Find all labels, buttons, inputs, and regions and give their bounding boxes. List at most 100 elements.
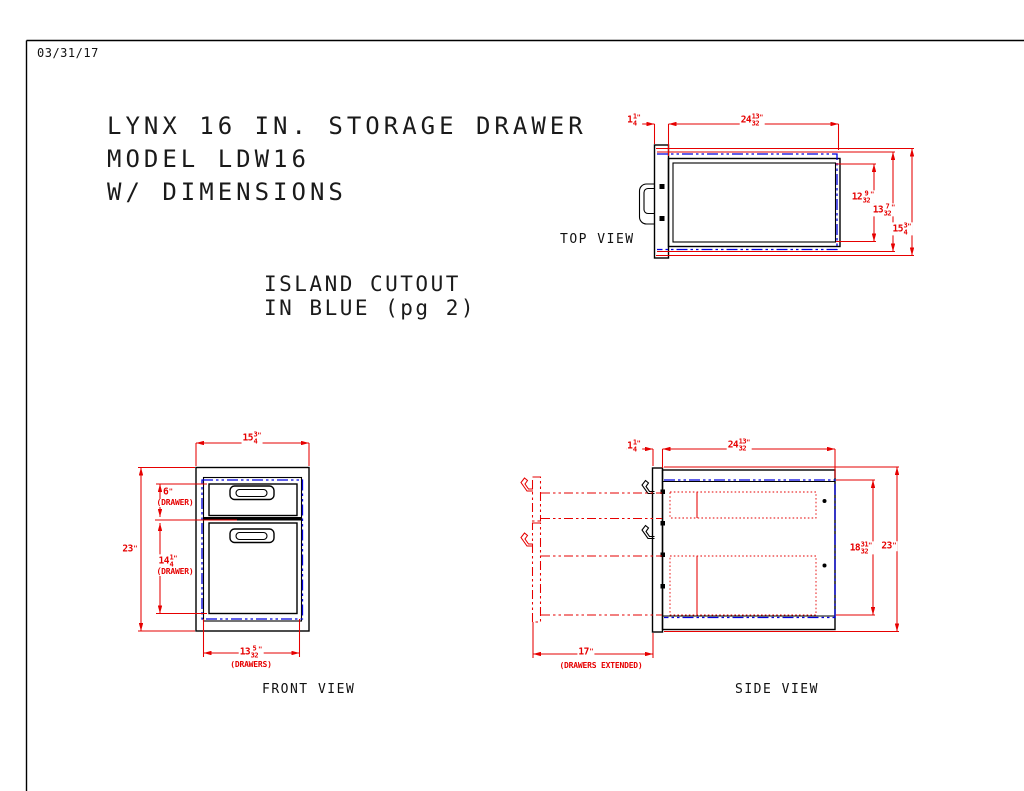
front-view-dimension-lines bbox=[138, 440, 310, 657]
fraction-denominator: 4 bbox=[903, 228, 908, 236]
dim-whole-number: 15 bbox=[242, 432, 254, 444]
title-line-2: MODEL LDW16 bbox=[107, 145, 310, 173]
dim-whole-number: 14 bbox=[158, 555, 170, 567]
side-view-bottom-handle bbox=[641, 524, 655, 540]
side-view-extended-drawers bbox=[531, 476, 662, 623]
inch-mark: " bbox=[907, 221, 912, 230]
title-line-1: LYNX 16 IN. STORAGE DRAWER bbox=[107, 112, 587, 140]
inch-mark: " bbox=[257, 430, 262, 439]
dim-side-extended: 17" bbox=[577, 646, 595, 658]
front-view-title: FRONT VIEW bbox=[262, 682, 356, 697]
fraction-denominator: 4 bbox=[169, 560, 174, 568]
front-view-cabinet bbox=[195, 466, 310, 632]
fraction-denominator: 4 bbox=[253, 437, 258, 445]
inch-mark: " bbox=[173, 553, 178, 562]
top-view-title: TOP VIEW bbox=[560, 232, 635, 247]
dim-front-height: 23" bbox=[121, 543, 139, 555]
side-view-drawer-boxes bbox=[669, 491, 817, 616]
dim-whole-number: 6 bbox=[163, 486, 169, 498]
note-line-1: ISLAND CUTOUT bbox=[264, 272, 461, 296]
dim-whole-number: 24 bbox=[727, 439, 739, 451]
fraction-numerator: 5 bbox=[252, 644, 257, 653]
caption-drawers-extended: (DRAWERS EXTENDED) bbox=[558, 661, 644, 670]
dim-whole-number: 1 bbox=[627, 440, 633, 452]
side-view-top-handle bbox=[641, 479, 655, 495]
inch-mark: " bbox=[636, 112, 641, 121]
front-view-bottom-drawer bbox=[208, 522, 298, 615]
fraction-numerator: 1 bbox=[169, 553, 174, 562]
dim-whole-number: 23 bbox=[881, 540, 892, 552]
dim-whole-number: 1 bbox=[627, 114, 633, 126]
fraction-numerator: 13 bbox=[738, 437, 747, 446]
drawing-title: LYNX 16 IN. STORAGE DRAWER MODEL LDW16 W… bbox=[107, 110, 587, 209]
front-view-bottom-drawer-handle bbox=[229, 528, 275, 544]
dim-whole-number: 15 bbox=[892, 223, 904, 235]
side-view-title: SIDE VIEW bbox=[735, 682, 819, 697]
dim-whole-number: 13 bbox=[239, 646, 251, 658]
inch-mark: " bbox=[168, 486, 173, 495]
inch-mark: " bbox=[636, 438, 641, 447]
inch-mark: " bbox=[133, 543, 138, 552]
fraction-denominator: 32 bbox=[862, 196, 871, 204]
inch-mark: " bbox=[891, 202, 896, 211]
fraction-numerator: 9 bbox=[864, 189, 869, 198]
front-view-top-drawer-handle bbox=[229, 485, 275, 501]
front-view-top-drawer bbox=[208, 483, 298, 517]
title-line-3: W/ DIMENSIONS bbox=[107, 178, 347, 206]
inch-mark: " bbox=[759, 112, 764, 121]
fraction-denominator: 32 bbox=[250, 651, 259, 659]
fraction-denominator: 4 bbox=[632, 445, 637, 453]
page-border bbox=[25, 39, 1024, 791]
inch-mark: " bbox=[892, 540, 897, 549]
side-view-cabinet bbox=[641, 467, 836, 633]
inch-mark: " bbox=[589, 646, 594, 655]
date-stamp: 03/31/17 bbox=[37, 46, 99, 60]
caption-drawers: (DRAWERS) bbox=[229, 660, 273, 669]
inch-mark: " bbox=[746, 437, 751, 446]
side-view-island-cutout-line bbox=[664, 479, 836, 619]
side-view-drawing bbox=[520, 446, 900, 658]
dim-whole-number: 18 bbox=[849, 542, 861, 554]
side-view-extended-handles bbox=[520, 477, 533, 547]
front-view-drawing bbox=[138, 440, 310, 657]
fraction-numerator: 13 bbox=[751, 112, 760, 121]
top-view-island-cutout-line bbox=[657, 153, 838, 251]
fraction-numerator: 31 bbox=[860, 540, 869, 549]
top-view-cabinet bbox=[638, 144, 841, 259]
fraction-denominator: 32 bbox=[738, 444, 747, 452]
dim-whole-number: 24 bbox=[740, 114, 752, 126]
dim-whole-number: 23 bbox=[122, 543, 133, 555]
fraction-numerator: 1 bbox=[632, 438, 637, 447]
fraction-numerator: 1 bbox=[632, 112, 637, 121]
island-cutout-note: ISLAND CUTOUT IN BLUE (pg 2) bbox=[264, 272, 476, 320]
fraction-numerator: 7 bbox=[885, 202, 890, 211]
fraction-denominator: 32 bbox=[860, 547, 869, 555]
dim-whole-number: 17 bbox=[578, 646, 589, 658]
caption-top-drawer: (DRAWER) bbox=[155, 498, 195, 507]
top-view-handle bbox=[638, 183, 655, 225]
dim-side-height: 23" bbox=[880, 540, 898, 552]
front-view-island-cutout-line bbox=[201, 479, 304, 620]
note-line-2: IN BLUE (pg 2) bbox=[264, 296, 477, 320]
inch-mark: " bbox=[868, 540, 873, 549]
dim-front-top-drawer: 6" bbox=[162, 487, 174, 497]
